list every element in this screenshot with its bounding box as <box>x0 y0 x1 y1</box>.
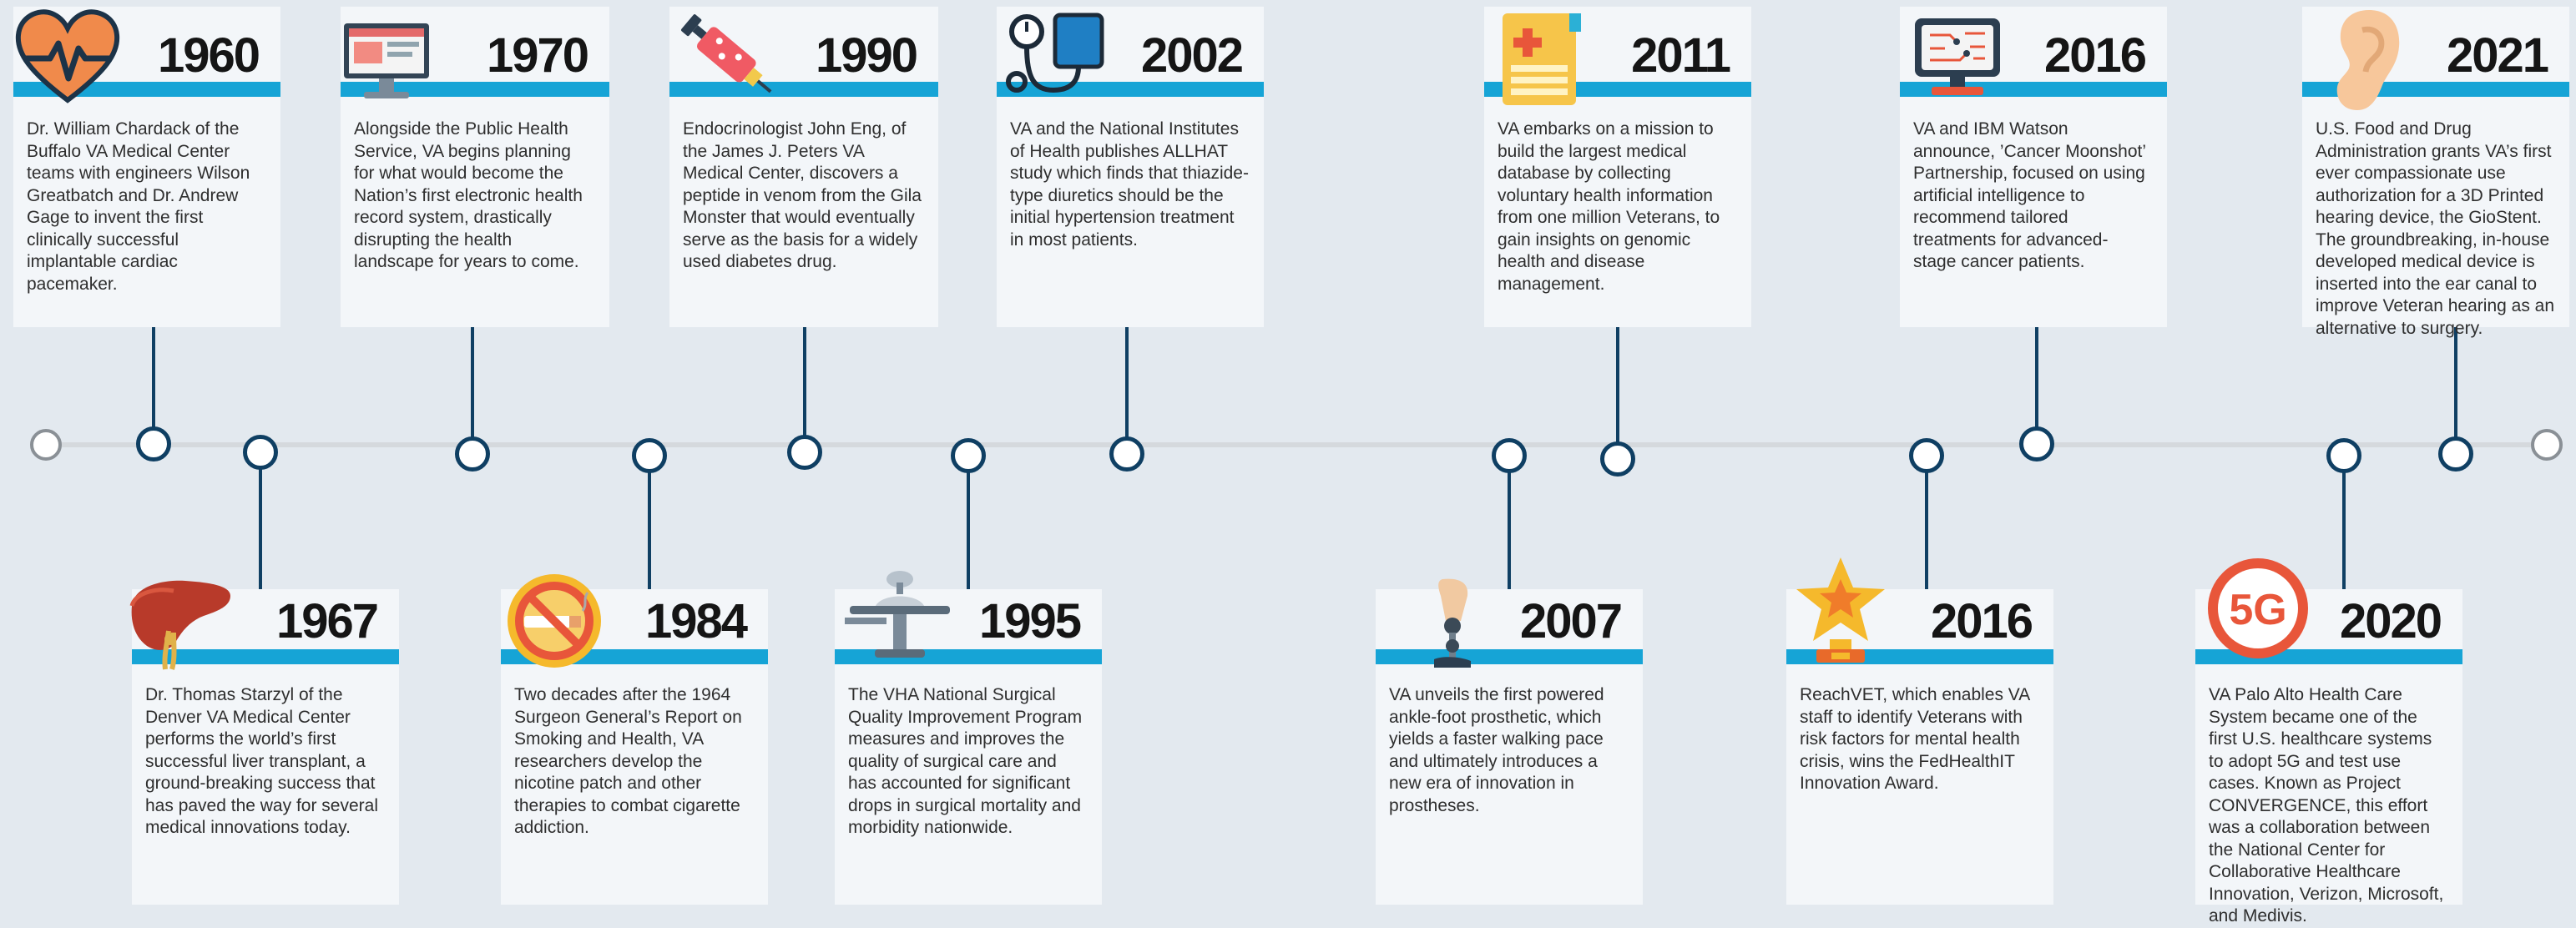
event-year: 2002 <box>1140 28 1244 83</box>
timeline-node-2021 <box>2438 436 2473 472</box>
timeline-node-1990 <box>787 435 822 470</box>
event-year: 2021 <box>2446 28 2549 83</box>
event-year: 1995 <box>978 594 1082 648</box>
event-description: Alongside the Public Health Service, VA … <box>354 119 583 271</box>
event-description: VA Palo Alto Health Care System became o… <box>2209 685 2444 925</box>
circuit-monitor-icon <box>1912 15 2003 103</box>
syringe-icon <box>671 10 780 106</box>
event-card-2020: 5G 2020 VA Palo Alto Health Care System be… <box>2195 558 2462 925</box>
event-description: VA embarks on a mission to build the lar… <box>1498 119 1720 294</box>
timeline-node-1967 <box>243 435 278 470</box>
event-description: Dr. Thomas Starzyl of the Denver VA Medi… <box>145 685 378 837</box>
event-card-2007: 2007 VA unveils the first powered ankle-f… <box>1376 578 1643 905</box>
event-card-2002: 2002 VA and the National Institutes of He… <box>997 7 1264 327</box>
blood-pressure-icon <box>1000 10 1109 106</box>
connector-2007 <box>1508 462 1511 623</box>
year-bar <box>669 82 938 97</box>
timeline-node-2020 <box>2326 438 2361 473</box>
timeline-node-2011 <box>1600 441 1635 477</box>
trophy-icon <box>1786 556 1895 668</box>
no-smoking-icon <box>501 571 609 675</box>
event-card-2016b: 2016 VA and IBM Watson announce, ’Cancer … <box>1900 7 2167 327</box>
connector-1960 <box>152 327 155 434</box>
timeline-start-dot <box>30 429 62 461</box>
timeline-node-1960 <box>136 426 171 461</box>
event-year: 2016 <box>1930 594 2033 648</box>
timeline-node-2016a <box>1909 438 1944 473</box>
computer-icon <box>341 20 432 108</box>
connector-1967 <box>259 459 262 623</box>
event-year: 2016 <box>2043 28 2147 83</box>
connector-2002 <box>1125 327 1129 444</box>
liver-icon <box>127 572 235 677</box>
svg-text:5G: 5G <box>2229 586 2286 634</box>
event-description: Dr. William Chardack of the Buffalo VA M… <box>27 119 250 294</box>
connector-2016a <box>1925 462 1928 623</box>
connector-2020 <box>2342 462 2346 623</box>
connector-2011 <box>1616 327 1619 449</box>
connector-1984 <box>648 462 651 623</box>
connector-1970 <box>471 327 474 444</box>
medical-record-icon <box>1491 10 1591 114</box>
year-bar <box>132 649 399 664</box>
event-description: ReachVET, which enables VA staff to iden… <box>1800 685 2030 793</box>
heart-pulse-icon <box>13 7 122 111</box>
event-description: Two decades after the 1964 Surgeon Gener… <box>514 685 742 837</box>
event-year: 2007 <box>1519 594 1623 648</box>
timeline-axis <box>47 442 2546 447</box>
event-description: Endocrinologist John Eng, of the James J… <box>683 119 922 271</box>
connector-1990 <box>803 327 806 442</box>
event-description: VA unveils the first powered ankle-foot … <box>1389 685 1604 815</box>
surgical-lamp-icon <box>841 567 950 672</box>
prosthetic-leg-icon <box>1401 574 1493 678</box>
timeline-node-1970 <box>455 436 490 472</box>
event-year: 1990 <box>815 28 918 83</box>
event-year: 1960 <box>157 28 260 83</box>
year-bar <box>997 82 1264 97</box>
timeline-node-2002 <box>1109 436 1144 472</box>
event-year: 1970 <box>486 28 589 83</box>
connector-1995 <box>967 462 970 623</box>
5g-icon: 5G <box>2204 554 2312 667</box>
event-card-2011: 2011 VA embarks on a mission to build the… <box>1484 7 1751 327</box>
event-description: VA and the National Institutes of Health… <box>1010 119 1249 250</box>
event-description: The VHA National Surgical Quality Improv… <box>848 685 1083 837</box>
event-description: U.S. Food and Drug Administration grants… <box>2316 119 2555 338</box>
timeline-node-1984 <box>632 438 667 473</box>
event-year: 2020 <box>2339 594 2442 648</box>
connector-2016b <box>2035 327 2038 434</box>
event-description: VA and IBM Watson announce, ’Cancer Moon… <box>1913 119 2146 271</box>
timeline-node-2016b <box>2019 426 2054 461</box>
timeline-end-dot <box>2531 429 2563 461</box>
connector-2021 <box>2454 327 2457 444</box>
ear-icon <box>2329 7 2404 119</box>
event-year: 2011 <box>1631 28 1731 83</box>
event-year: 1967 <box>275 594 379 648</box>
timeline-node-2007 <box>1492 438 1527 473</box>
event-year: 1984 <box>644 594 748 648</box>
timeline-node-1995 <box>951 438 986 473</box>
